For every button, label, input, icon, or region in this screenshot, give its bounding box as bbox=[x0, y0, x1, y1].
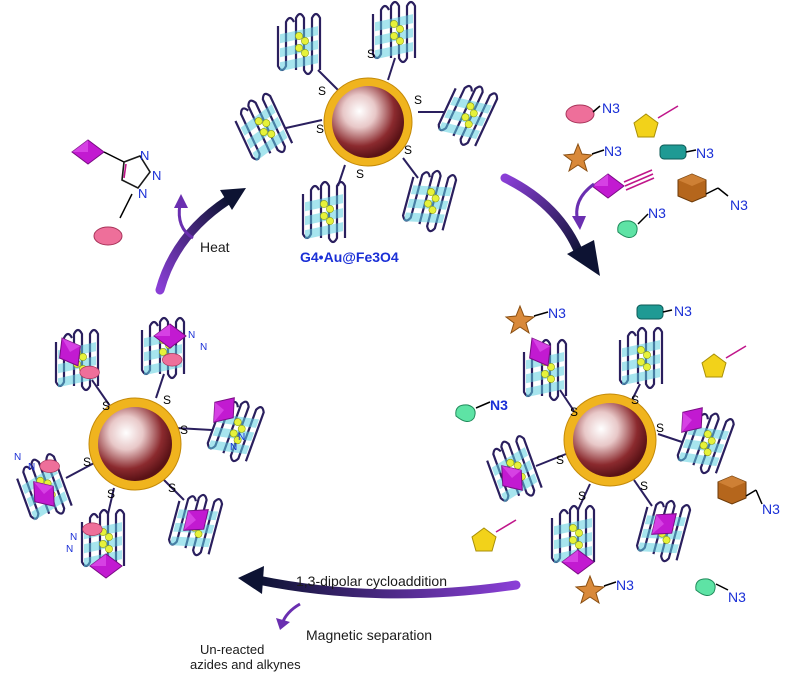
sulfur-label: S bbox=[640, 479, 648, 493]
top-gq-unit bbox=[371, 0, 417, 64]
reactant-pool-right: N3 N3 N3 N3 N3 N3 bbox=[455, 303, 780, 605]
magnetic-core bbox=[573, 403, 647, 477]
top-gq-unit bbox=[301, 180, 347, 244]
sulfur-label: S bbox=[318, 84, 326, 98]
right-nanoparticle: S S S S S S bbox=[481, 326, 737, 575]
azide-label: N3 bbox=[648, 205, 666, 221]
magnetic-core bbox=[98, 407, 172, 481]
diamond-reactant-icon bbox=[71, 139, 105, 165]
sulfur-label: S bbox=[570, 405, 578, 419]
reactant-pool-top: N3 N3 N3 N3 N3 bbox=[563, 100, 748, 239]
arrow-cycloaddition bbox=[238, 566, 521, 630]
azide-label: N3 bbox=[762, 501, 780, 517]
triazole-n-label: N bbox=[188, 330, 195, 341]
hexagon-icon bbox=[717, 475, 747, 505]
sulfur-label: S bbox=[83, 455, 91, 469]
left-nanoparticle: S S S S S S N N N N N N N N bbox=[11, 316, 267, 579]
sulfur-label: S bbox=[556, 453, 564, 467]
teal-block-icon bbox=[659, 144, 687, 160]
azide-label: N3 bbox=[604, 143, 622, 159]
right-gq-unit bbox=[618, 326, 664, 390]
pentagon-icon bbox=[633, 113, 659, 138]
top-gq-unit bbox=[276, 12, 322, 76]
pink-ellipse-icon bbox=[93, 226, 123, 246]
triazole-n-label: N bbox=[230, 442, 237, 453]
azide-label: N3 bbox=[674, 303, 692, 319]
azide-label: N3 bbox=[728, 589, 746, 605]
cycloaddition-label: 1,3-dipolar cycloaddition bbox=[296, 573, 447, 589]
sulfur-label: S bbox=[404, 143, 412, 157]
sulfur-label: S bbox=[102, 399, 110, 413]
triazole-n-label: N bbox=[138, 186, 147, 201]
pink-ellipse-icon bbox=[79, 365, 100, 380]
triazole-n-label: N bbox=[28, 462, 35, 473]
top-gq-unit bbox=[399, 164, 459, 236]
top-gq-unit bbox=[229, 91, 295, 166]
sulfur-label: S bbox=[656, 421, 664, 435]
hexagon-icon bbox=[677, 173, 707, 203]
unreacted-label-line1: Un-reacted bbox=[200, 642, 264, 657]
sulfur-label: S bbox=[414, 93, 422, 107]
azide-label: N3 bbox=[616, 577, 634, 593]
magnetic-separation-label: Magnetic separation bbox=[306, 627, 432, 643]
pentagon-icon bbox=[471, 527, 497, 552]
triazole-ring-icon: N N N bbox=[71, 139, 161, 246]
mint-drop-icon bbox=[617, 220, 638, 239]
sulfur-label: S bbox=[180, 423, 188, 437]
azide-label: N3 bbox=[548, 305, 566, 321]
heat-label: Heat bbox=[200, 239, 230, 255]
star-icon bbox=[505, 305, 535, 334]
sulfur-label: S bbox=[356, 167, 364, 181]
top-gq-unit bbox=[434, 76, 500, 151]
azide-label: N3 bbox=[490, 397, 508, 413]
sulfur-label: S bbox=[578, 489, 586, 503]
unreacted-label-line2: azides and alkynes bbox=[190, 657, 301, 672]
diamond-reactant-icon bbox=[591, 173, 625, 199]
sulfur-label: S bbox=[107, 487, 115, 501]
mint-drop-icon bbox=[455, 404, 476, 423]
pentagon-icon bbox=[701, 353, 727, 378]
pink-ellipse-icon bbox=[82, 522, 103, 536]
arrow-to-incubation bbox=[500, 173, 600, 276]
sulfur-label: S bbox=[367, 47, 375, 61]
left-gq-unit bbox=[203, 393, 267, 467]
mint-drop-icon bbox=[695, 578, 716, 597]
pink-ellipse-icon bbox=[162, 353, 183, 367]
arrow-heat bbox=[155, 188, 246, 295]
azide-label: N3 bbox=[602, 100, 620, 116]
azide-label: N3 bbox=[730, 197, 748, 213]
triazole-n-label: N bbox=[152, 168, 161, 183]
triazole-n-label: N bbox=[66, 544, 73, 555]
triazole-n-label: N bbox=[140, 148, 149, 163]
triazole-n-label: N bbox=[238, 432, 245, 443]
star-icon bbox=[575, 575, 605, 604]
sulfur-label: S bbox=[163, 393, 171, 407]
triazole-n-label: N bbox=[70, 532, 77, 543]
pink-ellipse-icon bbox=[39, 459, 60, 473]
sulfur-label: S bbox=[168, 481, 176, 495]
azide-label: N3 bbox=[696, 145, 714, 161]
sulfur-label: S bbox=[316, 122, 324, 136]
triazole-n-label: N bbox=[200, 342, 207, 353]
left-gq-unit bbox=[140, 316, 186, 380]
sulfur-label: S bbox=[631, 393, 639, 407]
magnetic-core bbox=[332, 86, 404, 158]
teal-block-icon bbox=[636, 304, 664, 320]
nanoparticle-label: G4•Au@Fe3O4 bbox=[300, 249, 399, 265]
star-icon bbox=[563, 143, 593, 172]
triazole-n-label: N bbox=[14, 452, 21, 463]
top-nanoparticle: S S S S S S bbox=[229, 0, 500, 244]
pink-ellipse-icon bbox=[565, 104, 595, 124]
